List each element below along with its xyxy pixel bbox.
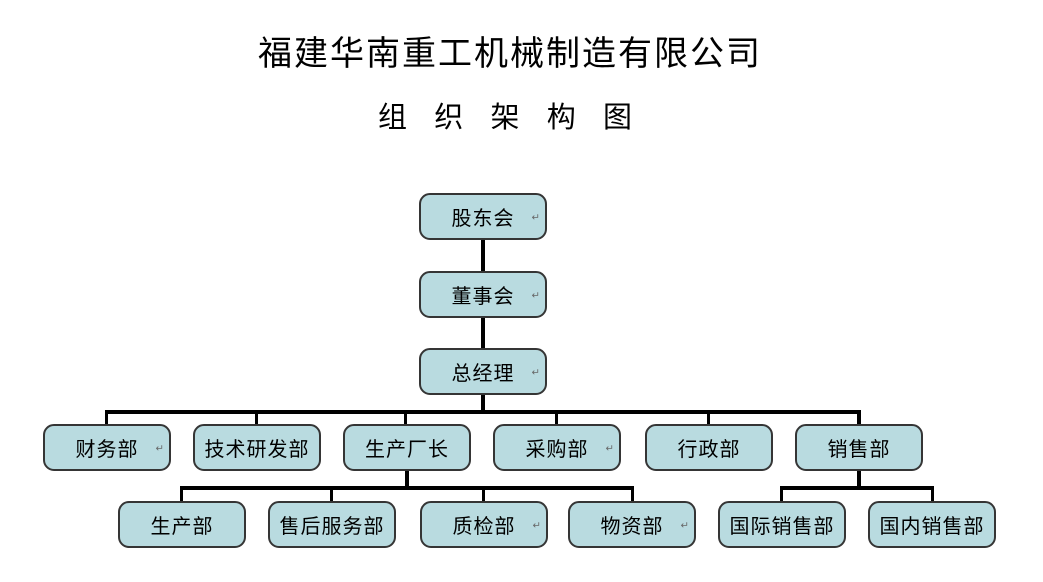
connector-drop-rd <box>255 410 258 424</box>
connector-drop-proddir <box>404 410 407 424</box>
paragraph-mark-icon: ↵ <box>531 366 540 378</box>
org-node-quality-inspection[interactable]: 质检部 ↵ <box>420 501 548 548</box>
paragraph-mark-icon: ↵ <box>531 289 540 301</box>
org-node-label: 采购部 <box>525 439 589 461</box>
org-node-label: 质检部 <box>452 516 516 538</box>
org-node-label: 总经理 <box>451 363 515 385</box>
org-node-admin[interactable]: 行政部 <box>645 424 773 471</box>
connector-drop-qc <box>482 486 485 501</box>
org-node-label: 行政部 <box>677 439 741 461</box>
org-node-label: 财务部 <box>75 439 139 461</box>
connector-drop-finance <box>105 410 108 424</box>
org-node-label: 国内销售部 <box>879 516 985 538</box>
paragraph-mark-icon: ↵ <box>531 211 540 223</box>
connector-drop-aftersales <box>330 486 333 501</box>
paragraph-mark-icon: ↵ <box>155 442 164 454</box>
connector-gm-rail <box>481 394 485 412</box>
connector-board-gm <box>481 317 485 349</box>
org-node-label: 生产部 <box>150 516 214 538</box>
org-node-after-sales-service[interactable]: 售后服务部 <box>268 501 396 548</box>
connector-drop-production <box>180 486 183 501</box>
connector-rail-production-group <box>180 486 634 490</box>
org-node-materials[interactable]: 物资部 ↵ <box>568 501 696 548</box>
org-node-label: 技术研发部 <box>204 439 310 461</box>
org-node-label: 销售部 <box>827 439 891 461</box>
org-node-board[interactable]: 董事会 ↵ <box>419 271 547 318</box>
org-node-label: 售后服务部 <box>279 516 385 538</box>
org-node-label: 股东会 <box>451 208 515 230</box>
connector-drop-materials <box>631 486 634 501</box>
page-subtitle: 组 织 架 构 图 <box>377 102 642 134</box>
connector-drop-admin <box>707 410 710 424</box>
org-node-international-sales[interactable]: 国际销售部 <box>718 501 846 548</box>
org-node-tech-rd[interactable]: 技术研发部 <box>193 424 321 471</box>
connector-shareholders-board <box>481 239 485 272</box>
org-node-general-manager[interactable]: 总经理 ↵ <box>419 348 547 395</box>
org-node-finance[interactable]: 财务部 ↵ <box>43 424 171 471</box>
org-node-production[interactable]: 生产部 <box>118 501 246 548</box>
connector-proddir-rail <box>405 470 409 488</box>
org-node-label: 生产厂长 <box>365 439 449 461</box>
paragraph-mark-icon: ↵ <box>680 519 689 531</box>
org-node-shareholders[interactable]: 股东会 ↵ <box>419 193 547 240</box>
org-node-sales[interactable]: 销售部 <box>795 424 923 471</box>
paragraph-mark-icon: ↵ <box>532 519 541 531</box>
org-node-label: 物资部 <box>600 516 664 538</box>
connector-rail-sales-group <box>780 486 934 490</box>
connector-drop-sales <box>857 410 861 424</box>
org-node-production-director[interactable]: 生产厂长 <box>343 424 471 471</box>
connector-drop-domsales <box>931 486 934 501</box>
connector-drop-intlsales <box>780 486 783 501</box>
page-title: 福建华南重工机械制造有限公司 <box>258 36 762 73</box>
org-node-purchasing[interactable]: 采购部 ↵ <box>493 424 621 471</box>
org-node-label: 董事会 <box>451 286 515 308</box>
paragraph-mark-icon: ↵ <box>605 442 614 454</box>
connector-sales-rail <box>857 470 861 488</box>
org-node-domestic-sales[interactable]: 国内销售部 <box>868 501 996 548</box>
org-node-label: 国际销售部 <box>729 516 835 538</box>
connector-rail-level2 <box>105 410 861 414</box>
connector-drop-purchasing <box>555 410 558 424</box>
